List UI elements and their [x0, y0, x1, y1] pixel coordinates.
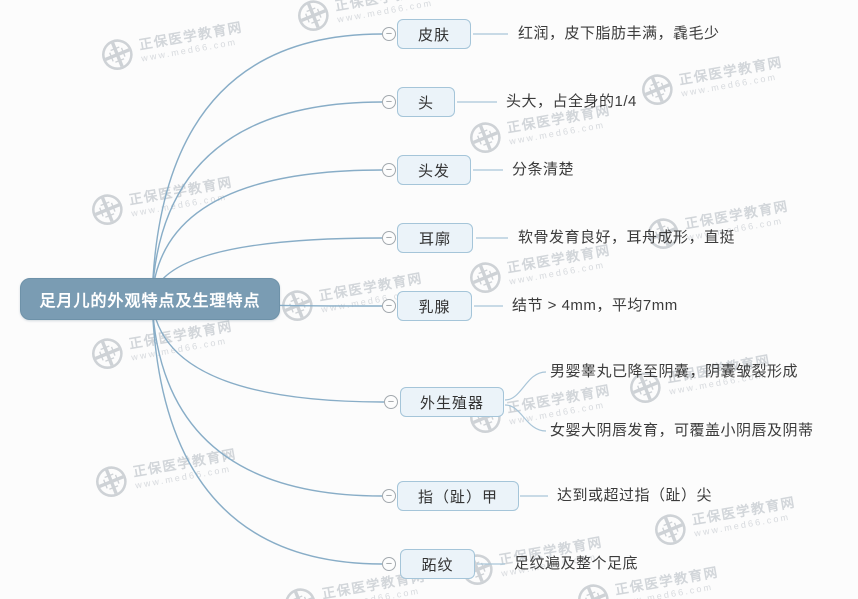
leaf-text-hair[interactable]: 分条清楚 — [512, 161, 575, 178]
collapse-icon-head[interactable]: − — [382, 95, 396, 109]
edge-root-nails — [151, 298, 383, 497]
edge-root-head — [151, 101, 383, 300]
collapse-icon-auricle[interactable]: − — [382, 231, 396, 245]
leaf-text-auricle[interactable]: 软骨发育良好，耳舟成形，直挺 — [518, 229, 736, 246]
edge-genitalia-male — [504, 371, 547, 401]
leaf-text-nails[interactable]: 达到或超过指（趾）尖 — [557, 487, 713, 504]
branch-node-genitalia[interactable]: 外生殖器 — [400, 387, 504, 417]
collapse-icon-genitalia[interactable]: − — [384, 395, 398, 409]
leaf-text-genitalia-male[interactable]: 男婴睾丸已降至阴囊，阴囊皱裂形成 — [550, 363, 799, 380]
edge-root-skin — [151, 33, 383, 300]
collapse-icon-breast[interactable]: − — [382, 299, 396, 313]
edge-root-plantar — [151, 298, 383, 565]
collapse-icon-skin[interactable]: − — [382, 27, 396, 41]
branch-node-skin[interactable]: 皮肤 — [397, 19, 471, 49]
branch-node-nails[interactable]: 指（趾）甲 — [397, 481, 519, 511]
collapse-icon-hair[interactable]: − — [382, 163, 396, 177]
leaf-text-breast[interactable]: 结节 > 4mm，平均7mm — [512, 297, 678, 314]
branch-node-plantar[interactable]: 跖纹 — [400, 549, 475, 579]
collapse-icon-nails[interactable]: − — [382, 489, 396, 503]
leaf-text-skin[interactable]: 红润，皮下脂肪丰满，毳毛少 — [518, 25, 720, 42]
leaf-text-head[interactable]: 头大，占全身的1/4 — [506, 93, 637, 110]
edge-root-genitalia — [151, 298, 385, 403]
collapse-icon-plantar[interactable]: − — [382, 557, 396, 571]
branch-node-hair[interactable]: 头发 — [397, 155, 471, 185]
edge-genitalia-female — [504, 404, 547, 432]
root-node[interactable]: 足月儿的外观特点及生理特点 — [20, 278, 280, 320]
edge-root-hair — [151, 169, 383, 300]
leaf-text-genitalia-female[interactable]: 女婴大阴唇发育，可覆盖小阴唇及阴蒂 — [550, 422, 814, 439]
branch-node-head[interactable]: 头 — [397, 87, 455, 117]
leaf-text-plantar[interactable]: 足纹遍及整个足底 — [514, 555, 639, 572]
branch-node-auricle[interactable]: 耳廓 — [397, 223, 473, 253]
branch-node-breast[interactable]: 乳腺 — [397, 291, 472, 321]
